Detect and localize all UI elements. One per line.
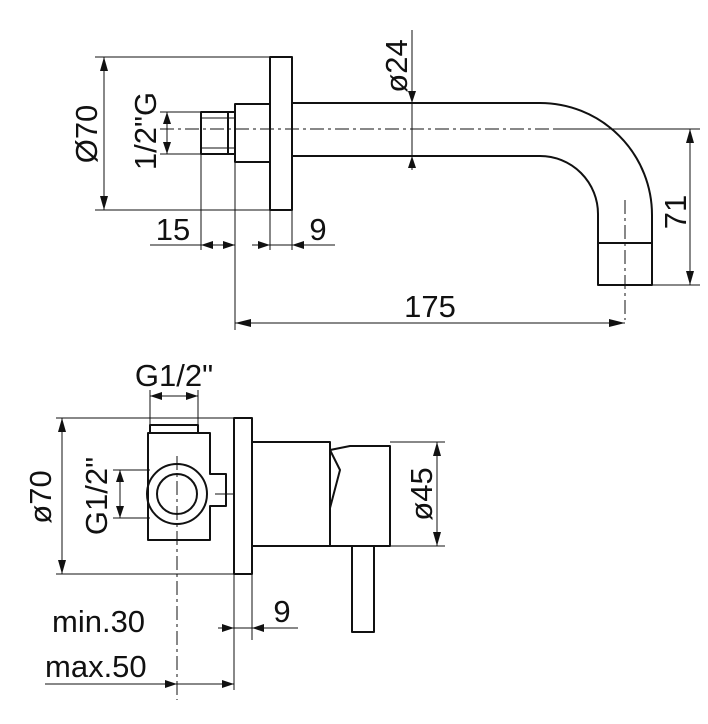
dim-connection-thread: G1/2" bbox=[135, 358, 213, 425]
mixer-lever-handle bbox=[351, 545, 375, 633]
dim-flange-diameter-top: Ø70 bbox=[69, 56, 270, 211]
dim-thread-top: 1/2"G bbox=[128, 92, 201, 170]
mixer-body bbox=[252, 441, 331, 547]
label-connection-thread: G1/2" bbox=[135, 358, 213, 393]
nipple-neck bbox=[234, 103, 271, 163]
dim-body-diameter: ø45 bbox=[390, 441, 445, 547]
spout-pipe bbox=[292, 102, 653, 243]
mixer-lever-base bbox=[329, 445, 391, 547]
mixer-cover-plate bbox=[233, 417, 253, 575]
label-depth-max: max.50 bbox=[45, 649, 147, 684]
wall-flange bbox=[269, 56, 293, 211]
mixer-top-nipple bbox=[149, 424, 199, 433]
label-flange-diameter-top: Ø70 bbox=[69, 105, 104, 164]
mixer-box-body bbox=[147, 432, 227, 541]
dim-spout-drop: 71 bbox=[556, 128, 700, 286]
spout-side-view bbox=[160, 56, 653, 320]
dim-flange-thickness-top: 9 bbox=[252, 210, 335, 250]
label-flange-diameter-bottom: ø70 bbox=[23, 470, 58, 523]
label-pipe-diameter: ø24 bbox=[379, 39, 414, 92]
label-side-thread: G1/2" bbox=[79, 457, 114, 535]
dim-installation-depth: min.30 max.50 bbox=[45, 604, 234, 688]
label-thread-top: 1/2"G bbox=[128, 92, 163, 170]
dim-pipe-diameter: ø24 bbox=[379, 30, 416, 170]
dim-cover-thickness: 9 bbox=[218, 574, 298, 690]
dim-side-thread: G1/2" bbox=[79, 457, 150, 535]
label-flange-thickness-top: 9 bbox=[309, 212, 326, 247]
mixer-side-view bbox=[146, 417, 391, 700]
label-thread-length: 15 bbox=[156, 212, 190, 247]
label-spout-length: 175 bbox=[404, 289, 456, 324]
label-cover-thickness: 9 bbox=[273, 594, 290, 629]
label-body-diameter: ø45 bbox=[404, 467, 439, 520]
dim-flange-diameter-bottom: ø70 bbox=[23, 417, 234, 575]
dim-thread-length: 15 bbox=[150, 154, 236, 330]
dim-spout-length: 175 bbox=[235, 289, 625, 327]
label-depth-min: min.30 bbox=[52, 604, 145, 639]
label-spout-drop: 71 bbox=[658, 195, 693, 229]
